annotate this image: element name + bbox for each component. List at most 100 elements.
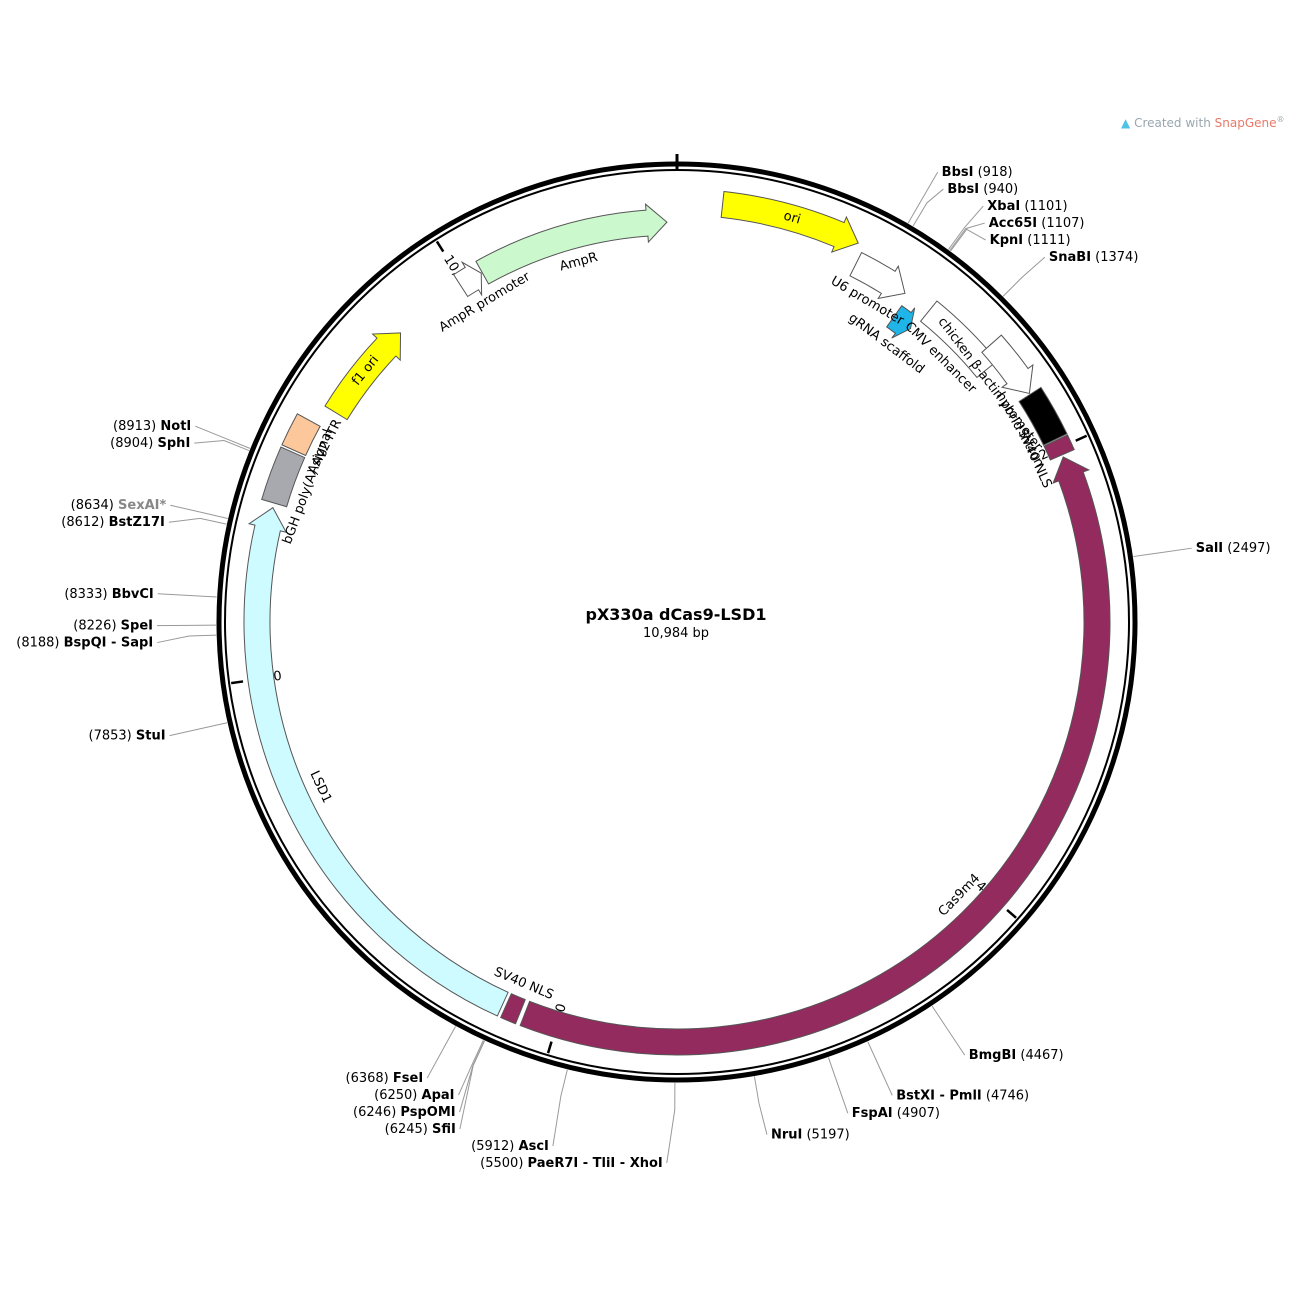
site-name: ApaI — [422, 1088, 455, 1103]
site-position: (8188) — [16, 635, 59, 650]
site-position: (8904) — [110, 436, 153, 451]
feature-chicken-actin-promoter — [981, 334, 1034, 395]
site-label: (5912) AscI — [471, 1139, 549, 1154]
site-label: BmgBI (4467) — [969, 1048, 1064, 1063]
feature-grna-scaffold — [885, 305, 916, 339]
site-name: SexAI* — [118, 498, 166, 513]
site-name: PspOMI — [400, 1105, 455, 1120]
site-label: (7853) StuI — [89, 728, 166, 743]
site-position: (6245) — [385, 1122, 428, 1137]
feature-arrows — [243, 191, 1111, 1056]
watermark-mark: ® — [1276, 115, 1285, 124]
site-leader-line — [459, 1040, 485, 1130]
site-name: Acc65I — [989, 216, 1037, 231]
site-leader-line — [157, 593, 217, 598]
site-leader-line — [195, 425, 251, 449]
feature-ori — [720, 191, 859, 253]
site-position: (4746) — [986, 1088, 1029, 1103]
site-position: (2497) — [1227, 541, 1270, 556]
site-name: BbvCI — [112, 586, 154, 601]
feature-f1-ori — [324, 332, 402, 421]
watermark-prefix: Created with — [1134, 116, 1215, 130]
site-leader-line — [1002, 256, 1046, 297]
site-label: (8904) SphI — [110, 436, 190, 451]
restriction-sites: BbsI (918) BbsI (940) XbaI (1101) Acc65I (1… — [16, 165, 1270, 1171]
site-name: NruI — [771, 1127, 802, 1142]
site-leader-line — [666, 1082, 676, 1164]
site-position: (5912) — [471, 1139, 514, 1154]
site-label: BbsI (918) — [942, 165, 1013, 180]
site-position: (918) — [978, 165, 1013, 180]
site-name: PaeR7I - TliI - XhoI — [528, 1156, 663, 1171]
site-name: BbsI — [947, 182, 979, 197]
site-leader-line — [459, 1040, 485, 1113]
site-label: Acc65I (1107) — [989, 216, 1085, 231]
feature-lsd1 — [243, 506, 509, 1017]
feature-aav2-itr — [281, 413, 321, 457]
site-leader-line — [168, 517, 227, 525]
site-name: FseI — [393, 1071, 423, 1086]
feature-ampr — [475, 203, 668, 285]
site-leader-line — [827, 1057, 849, 1114]
site-name: AscI — [519, 1139, 549, 1154]
site-position: (8226) — [73, 618, 116, 633]
site-label: FspAI (4907) — [852, 1106, 940, 1121]
feature-ampr-promoter — [452, 260, 483, 298]
tick-mark — [1006, 908, 1017, 919]
site-label: SnaBI (1374) — [1049, 250, 1139, 265]
site-position: (8612) — [61, 515, 104, 530]
tick-mark — [230, 680, 244, 685]
site-label: NruI (5197) — [771, 1127, 850, 1142]
feature-u6-promoter — [849, 251, 906, 300]
site-name: BstZ17I — [109, 515, 165, 530]
site-name: FspAI — [852, 1106, 893, 1121]
site-position: (1107) — [1041, 216, 1084, 231]
feature-label-ori: ori — [782, 209, 802, 228]
site-position: (8333) — [64, 586, 107, 601]
site-label: (6250) ApaI — [374, 1088, 454, 1103]
site-position: (1111) — [1027, 233, 1070, 248]
site-label: SalI (2497) — [1196, 541, 1271, 556]
site-name: SpeI — [121, 618, 153, 633]
site-leader-line — [948, 205, 984, 250]
watermark-brand: SnapGene — [1214, 116, 1277, 130]
site-label: (8913) NotI — [113, 419, 191, 434]
site-leader-line — [169, 722, 228, 737]
site-leader-line — [157, 634, 217, 644]
site-label: (8612) BstZ17I — [61, 515, 165, 530]
site-leader-line — [194, 440, 250, 452]
site-leader-line — [1133, 547, 1192, 558]
site-leader-line — [753, 1076, 768, 1135]
site-label: (8226) SpeI — [73, 618, 153, 633]
site-name: SalI — [1196, 541, 1223, 556]
site-position: (6250) — [374, 1088, 417, 1103]
feature-label-ampr-promoter: AmpR promoter — [437, 269, 534, 335]
site-name: BspQI - SapI — [64, 635, 154, 650]
site-name: SfiI — [432, 1122, 456, 1137]
site-position: (1374) — [1095, 250, 1138, 265]
site-position: (8634) — [71, 498, 114, 513]
feature-cas9m4 — [519, 456, 1111, 1056]
site-position: (4907) — [897, 1106, 940, 1121]
feature-cmv-enhancer — [919, 300, 998, 379]
site-label: XbaI (1101) — [987, 199, 1067, 214]
site-position: (6246) — [353, 1105, 396, 1120]
site-position: (1101) — [1024, 199, 1067, 214]
site-name: NotI — [160, 419, 191, 434]
plasmid-length: 10,984 bp — [643, 626, 709, 641]
site-position: (5500) — [480, 1156, 523, 1171]
tick-mark — [546, 1041, 553, 1054]
site-leader-line — [426, 1026, 456, 1079]
site-label: BstXI - PmlI (4746) — [896, 1088, 1029, 1103]
feature-sv40-nls — [1043, 434, 1075, 461]
tick-mark — [1075, 434, 1088, 442]
site-position: (940) — [983, 182, 1018, 197]
feature-sv40-nls — [500, 993, 526, 1025]
site-label: (8333) BbvCI — [64, 586, 153, 601]
site-position: (7853) — [89, 728, 132, 743]
site-position: (5197) — [806, 1127, 849, 1142]
site-label: KpnI (1111) — [990, 233, 1071, 248]
backbone-ring — [216, 154, 1138, 1083]
snapgene-watermark: ▲ Created with SnapGene® — [1121, 115, 1285, 130]
